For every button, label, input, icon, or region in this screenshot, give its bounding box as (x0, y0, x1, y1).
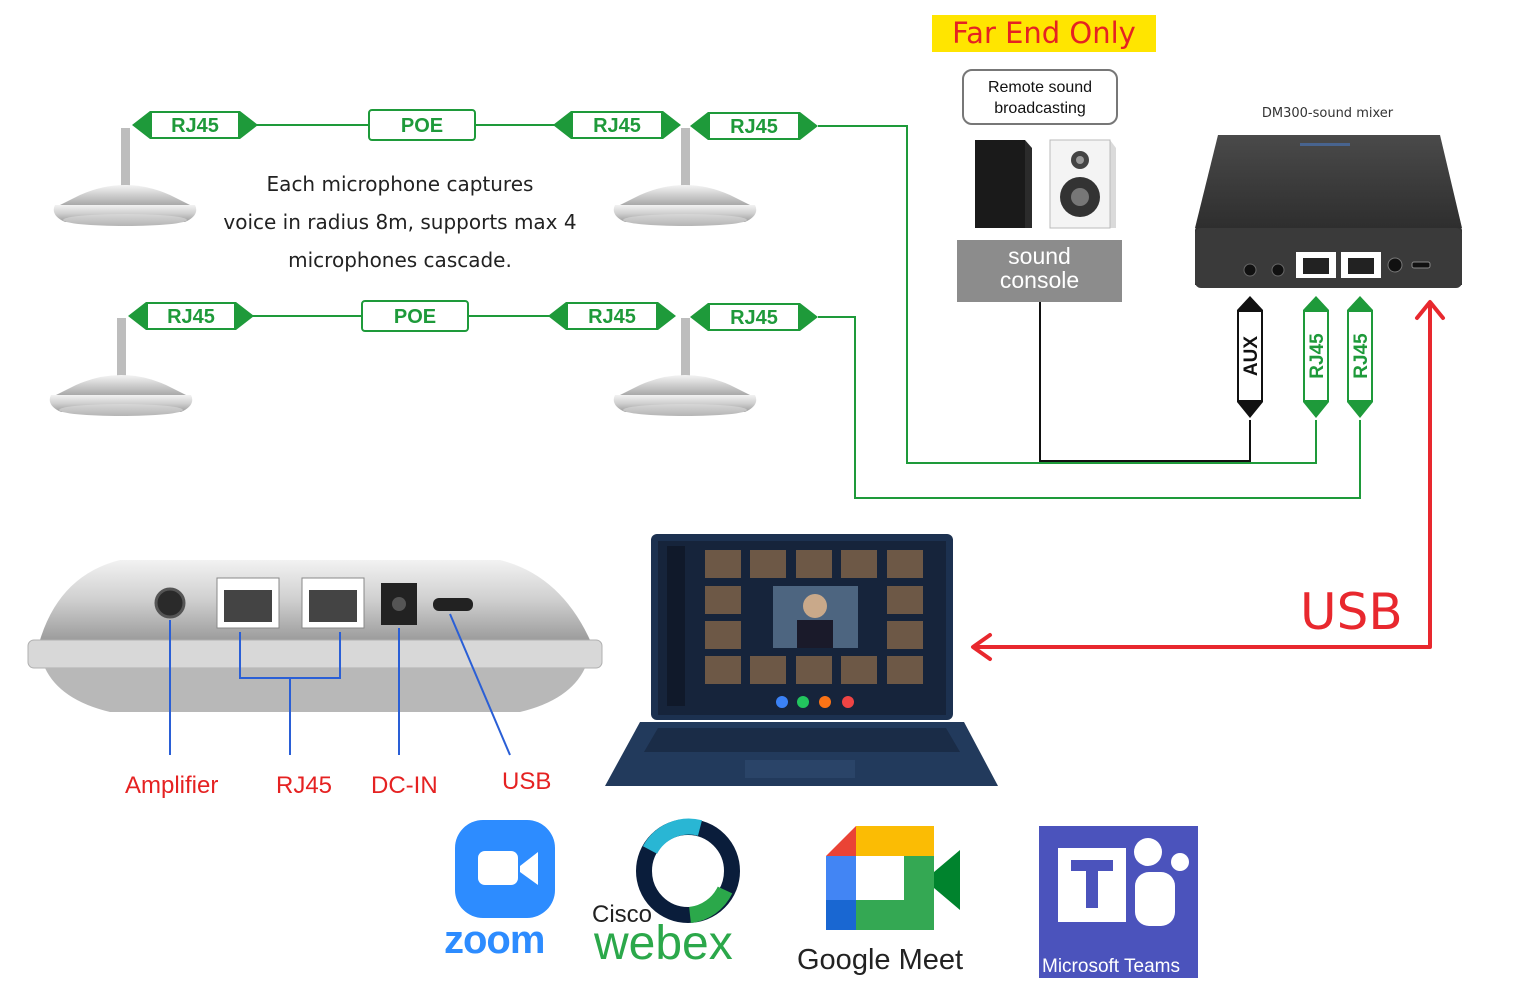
zoom-logo (455, 820, 555, 918)
webex-wordmark: webex (594, 917, 733, 970)
console-label-line1: sound (1008, 243, 1071, 269)
microsoft-teams-logo (1039, 826, 1198, 978)
svg-text:RJ45: RJ45 (1307, 333, 1328, 379)
usb-link-arrow (971, 300, 1445, 661)
svg-text:RJ45: RJ45 (171, 115, 219, 137)
svg-text:POE: POE (394, 306, 436, 328)
tag-poe-top: POE (368, 109, 476, 141)
tag-rj45-vertical-2: RJ45 (1347, 296, 1373, 418)
tag-rj45-bottom-2: RJ45 (548, 302, 676, 330)
ceiling-microphone-4 (613, 318, 757, 416)
mixer-title: DM300-sound mixer (1261, 106, 1394, 121)
cisco-wordmark: Cisco (592, 901, 653, 928)
svg-text:RJ45: RJ45 (588, 306, 636, 328)
remote-label-line1: Remote sound (987, 79, 1093, 96)
port-label-amplifier: Amplifier (125, 772, 219, 799)
ceiling-microphone-1 (53, 128, 197, 226)
remote-label-line2: broadcasting (994, 100, 1086, 117)
remote-sound-box: Remote sound broadcasting (962, 69, 1118, 125)
svg-text:RJ45: RJ45 (1351, 333, 1372, 379)
google-meet-wordmark: Google Meet (797, 944, 964, 976)
port-label-usb: USB (502, 768, 552, 795)
tag-aux-vertical: AUX (1237, 296, 1263, 418)
laptop-video-call (605, 534, 998, 786)
webex-logo (636, 818, 740, 923)
tag-rj45-top-3: RJ45 (690, 112, 818, 140)
caption-line2: voice in radius 8m, supports max 4 (223, 210, 577, 234)
microsoft-teams-wordmark: Microsoft Teams (1042, 956, 1180, 977)
console-label-line2: console (999, 267, 1080, 293)
ceiling-microphone-3 (49, 318, 193, 416)
svg-text:RJ45: RJ45 (730, 116, 778, 138)
speakers-icon (975, 139, 1116, 229)
microphone-caption: Each microphone captures voice in radius… (205, 165, 595, 279)
tag-rj45-vertical-1: RJ45 (1303, 296, 1329, 418)
tag-rj45-bottom-3: RJ45 (690, 303, 818, 331)
tag-rj45-top-2: RJ45 (553, 111, 681, 139)
sound-console-box: sound console (957, 240, 1122, 302)
ceiling-microphone-2 (613, 128, 757, 226)
svg-text:RJ45: RJ45 (167, 306, 215, 328)
svg-text:RJ45: RJ45 (593, 115, 641, 137)
device-port-leads (169, 613, 511, 756)
tag-rj45-top-1: RJ45 (132, 111, 258, 139)
zoom-wordmark: zoom (444, 918, 545, 962)
caption-line1: Each microphone captures (266, 172, 534, 196)
svg-text:AUX: AUX (1241, 336, 1262, 376)
svg-text:POE: POE (401, 115, 443, 137)
google-meet-logo (826, 826, 960, 930)
speakerphone-device (27, 560, 603, 712)
tag-poe-bottom: POE (361, 300, 469, 332)
far-end-only-label: Far End Only (932, 15, 1156, 52)
port-label-dc-in: DC-IN (371, 772, 438, 799)
usb-link-label: USB (1300, 583, 1403, 641)
svg-text:RJ45: RJ45 (730, 307, 778, 329)
tag-rj45-bottom-1: RJ45 (128, 302, 254, 330)
green-cables (248, 124, 1361, 499)
caption-line3: microphones cascade. (288, 248, 512, 272)
aux-cable (1039, 302, 1251, 462)
port-label-rj45: RJ45 (276, 772, 333, 799)
dm300-sound-mixer (1195, 135, 1462, 288)
